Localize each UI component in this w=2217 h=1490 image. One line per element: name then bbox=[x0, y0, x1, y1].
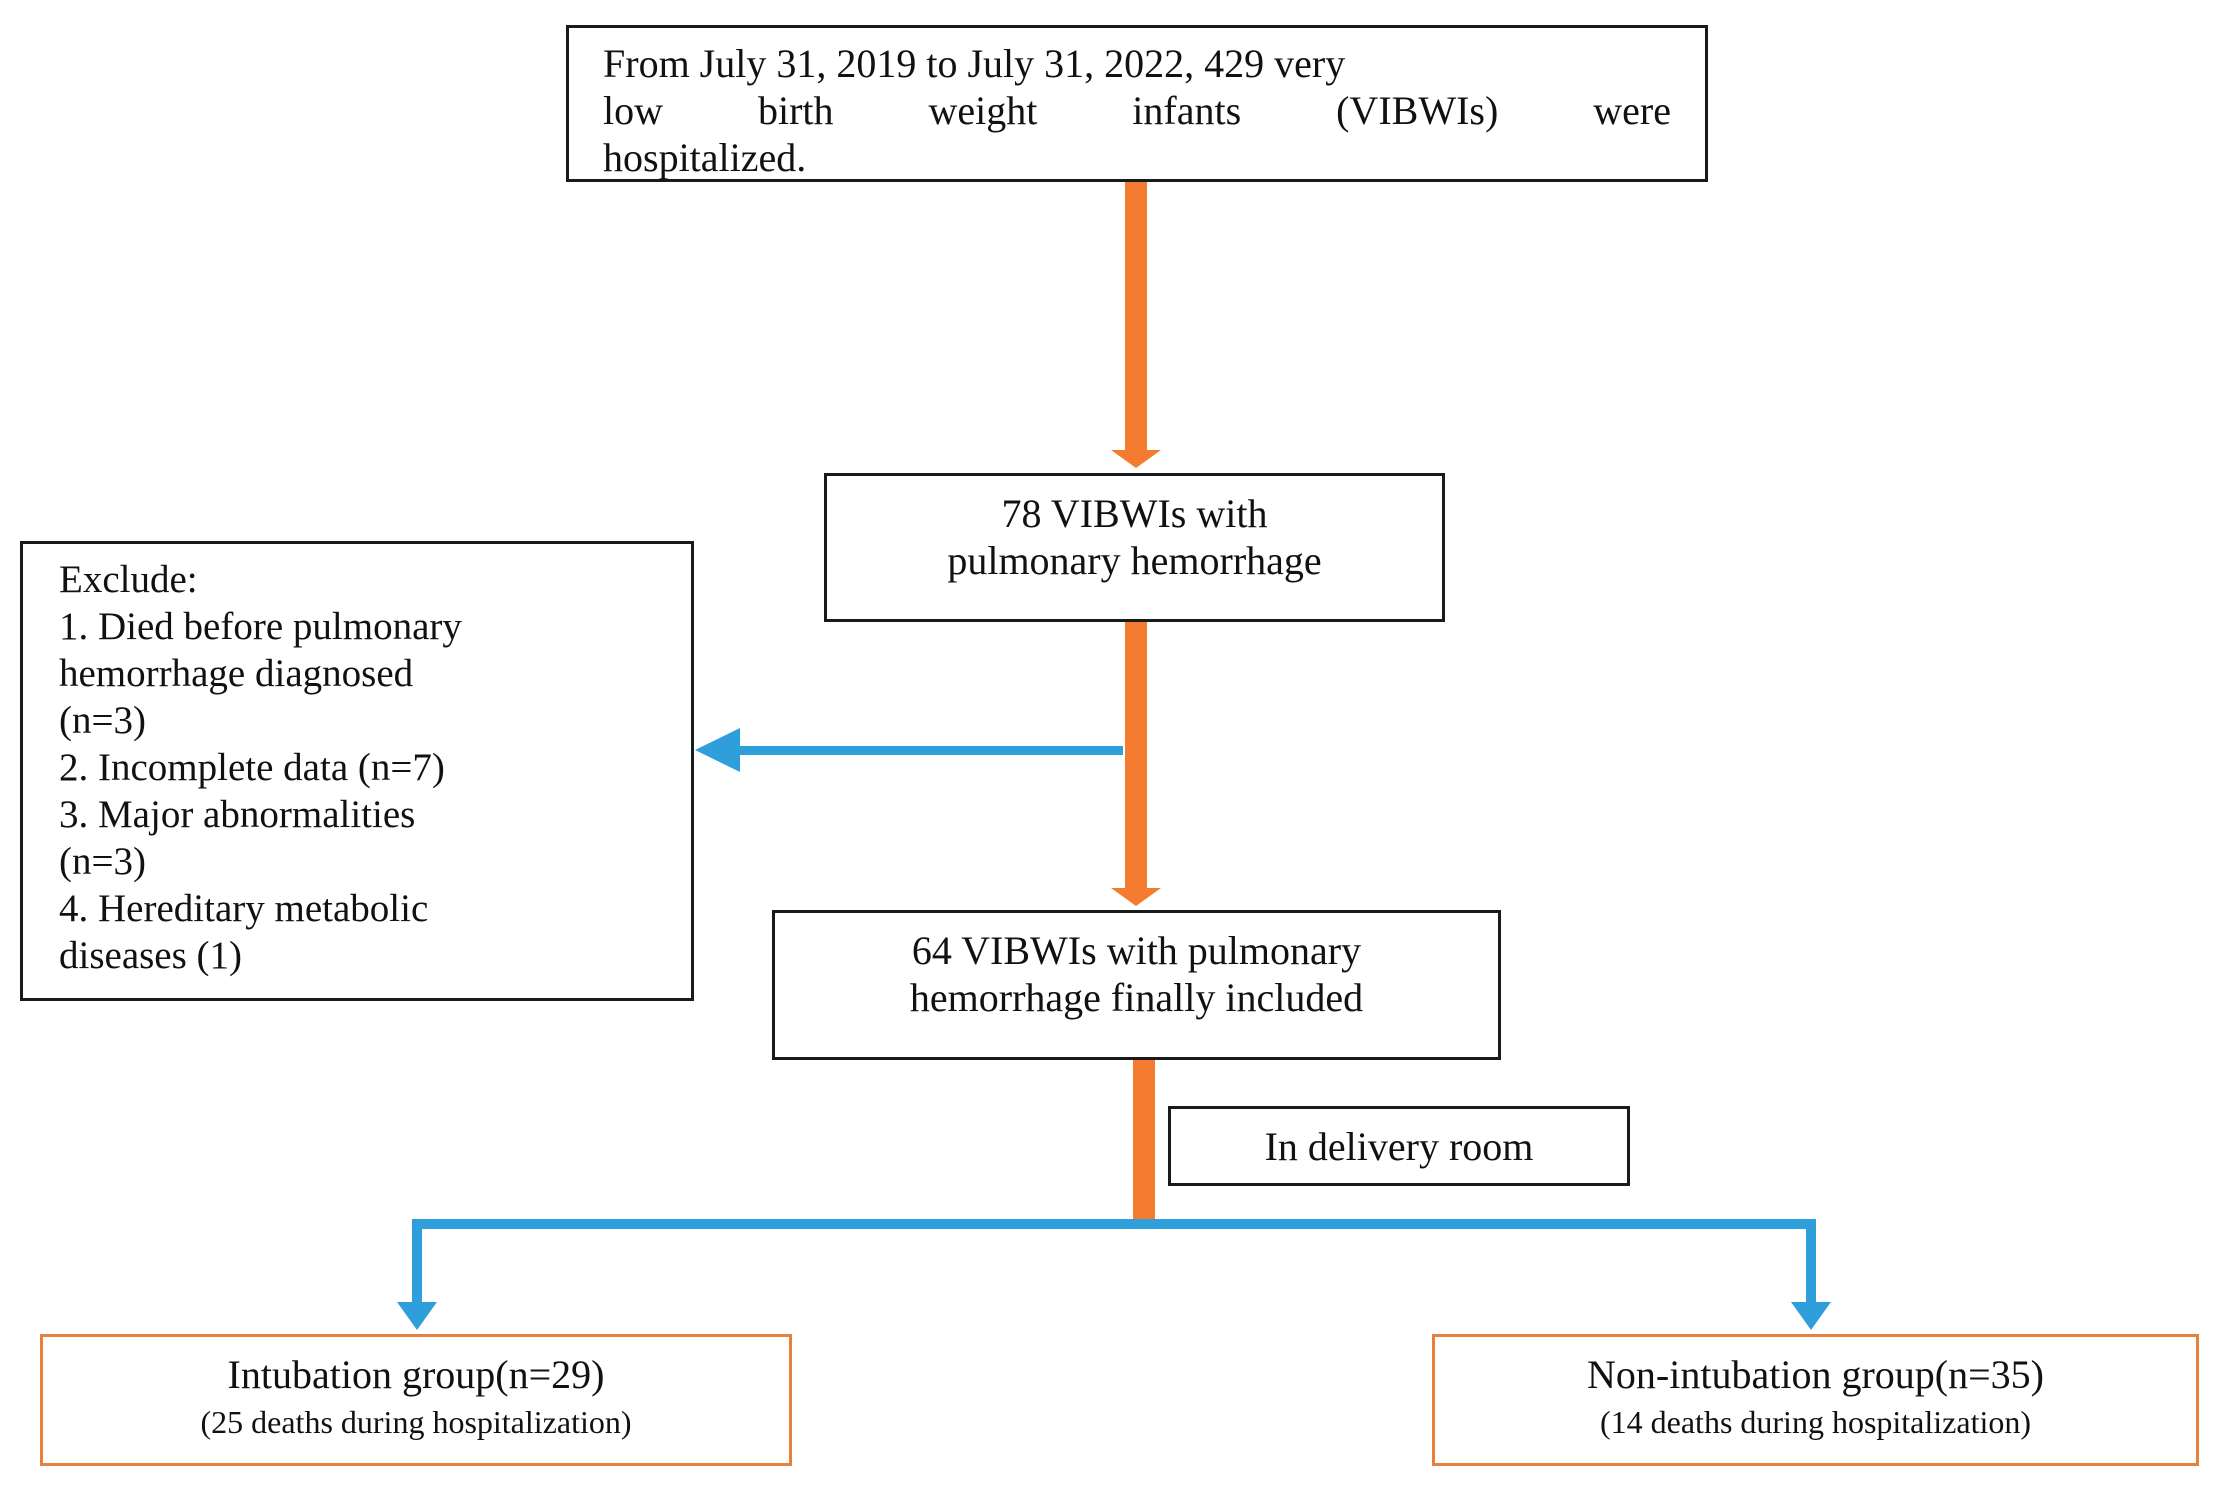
exclusion-line: diseases (1) bbox=[59, 934, 243, 977]
delivery-room-label: In delivery room bbox=[1264, 1124, 1534, 1169]
non-intubation-group-deaths: (14 deaths during hospitalization) bbox=[1599, 1404, 2031, 1440]
included-line-2: hemorrhage finally included bbox=[909, 975, 1364, 1020]
included-line-1: 64 VIBWIs with pulmonary bbox=[911, 928, 1362, 973]
pulmonary-line-1: 78 VIBWIs with bbox=[1001, 491, 1268, 536]
delivery-room-box: In delivery room bbox=[1168, 1106, 1630, 1186]
exclusion-line: hemorrhage diagnosed bbox=[59, 652, 414, 695]
intubation-group-box: Intubation group(n=29) (25 deaths during… bbox=[40, 1334, 792, 1466]
exclusion-line: 2. Incomplete data (n=7) bbox=[59, 746, 445, 789]
non-intubation-group-title: Non-intubation group(n=35) bbox=[1587, 1352, 2044, 1397]
exclusion-box: Exclude: 1. Died before pulmonary hemorr… bbox=[20, 541, 694, 1001]
blue-exclude-line bbox=[725, 746, 1123, 755]
enrollment-word: were bbox=[1593, 88, 1671, 133]
blue-split-bar bbox=[412, 1219, 1816, 1229]
enrollment-line-2: low birth weight infants (VIBWIs) were bbox=[603, 87, 1671, 134]
enrollment-box: From July 31, 2019 to July 31, 2022, 429… bbox=[566, 25, 1708, 182]
orange-arrowhead-2 bbox=[1111, 888, 1161, 906]
blue-left-arrowhead bbox=[397, 1302, 437, 1330]
orange-connector-3 bbox=[1133, 1060, 1155, 1222]
blue-right-drop bbox=[1806, 1219, 1816, 1306]
exclusion-line: 3. Major abnormalities bbox=[59, 793, 416, 836]
intubation-group-deaths: (25 deaths during hospitalization) bbox=[200, 1404, 632, 1440]
enrollment-line-1: From July 31, 2019 to July 31, 2022, 429… bbox=[603, 41, 1346, 86]
exclusion-line: 1. Died before pulmonary bbox=[59, 605, 462, 648]
pulmonary-hemorrhage-box: 78 VIBWIs with pulmonary hemorrhage bbox=[824, 473, 1445, 622]
enrollment-word: birth bbox=[757, 88, 834, 133]
intubation-group-title: Intubation group(n=29) bbox=[227, 1352, 605, 1397]
included-box: 64 VIBWIs with pulmonary hemorrhage fina… bbox=[772, 910, 1501, 1060]
enrollment-line-3: hospitalized. bbox=[603, 135, 807, 180]
exclusion-title: Exclude: bbox=[59, 558, 198, 601]
blue-right-arrowhead bbox=[1791, 1302, 1831, 1330]
enrollment-word: infants bbox=[1132, 88, 1242, 133]
enrollment-word: low bbox=[603, 88, 663, 133]
pulmonary-line-2: pulmonary hemorrhage bbox=[947, 538, 1322, 583]
orange-arrowhead-1 bbox=[1111, 450, 1161, 468]
exclusion-line: (n=3) bbox=[59, 699, 146, 742]
non-intubation-group-box: Non-intubation group(n=35) (14 deaths du… bbox=[1432, 1334, 2199, 1466]
blue-exclude-arrowhead bbox=[695, 728, 740, 772]
exclusion-line: (n=3) bbox=[59, 840, 146, 883]
orange-connector-1 bbox=[1125, 182, 1147, 454]
enrollment-word: (VIBWIs) bbox=[1336, 88, 1499, 133]
enrollment-word: weight bbox=[928, 88, 1038, 133]
blue-left-drop bbox=[412, 1219, 422, 1306]
exclusion-line: 4. Hereditary metabolic bbox=[59, 887, 429, 930]
orange-connector-2 bbox=[1125, 622, 1147, 892]
